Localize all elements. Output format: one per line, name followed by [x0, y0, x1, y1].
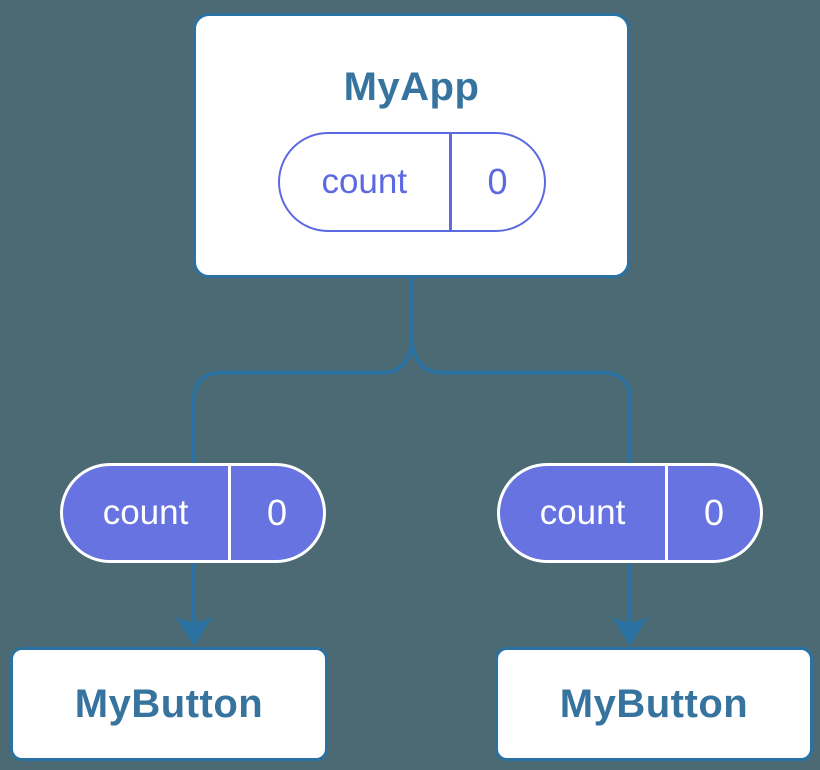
node-mybutton-right: MyButton — [495, 647, 813, 761]
edge-parent-to-right-child — [410, 277, 632, 468]
pill-divider — [665, 466, 668, 560]
state-pill-key: count — [321, 162, 408, 201]
node-mybutton-left-title: MyButton — [74, 682, 264, 726]
node-myapp-title: MyApp — [343, 65, 480, 109]
pill-divider — [449, 134, 452, 230]
edge-parent-to-left-child — [192, 277, 414, 468]
prop-pill-value: 0 — [703, 492, 725, 533]
node-mybutton-right-title: MyButton — [559, 682, 749, 726]
state-pill-value: 0 — [487, 161, 508, 202]
prop-pill-right: count 0 — [497, 463, 763, 563]
state-pill-myapp: count 0 — [277, 132, 546, 232]
prop-pill-key: count — [102, 493, 189, 532]
pill-divider — [228, 466, 231, 560]
node-myapp: MyApp count 0 — [193, 13, 630, 278]
prop-pill-value: 0 — [266, 492, 288, 533]
prop-pill-left: count 0 — [60, 463, 326, 563]
node-mybutton-left: MyButton — [10, 647, 328, 761]
arrow-down-head-right-icon — [611, 616, 649, 646]
prop-pill-key: count — [539, 493, 626, 532]
arrow-down-head-left-icon — [175, 616, 213, 646]
